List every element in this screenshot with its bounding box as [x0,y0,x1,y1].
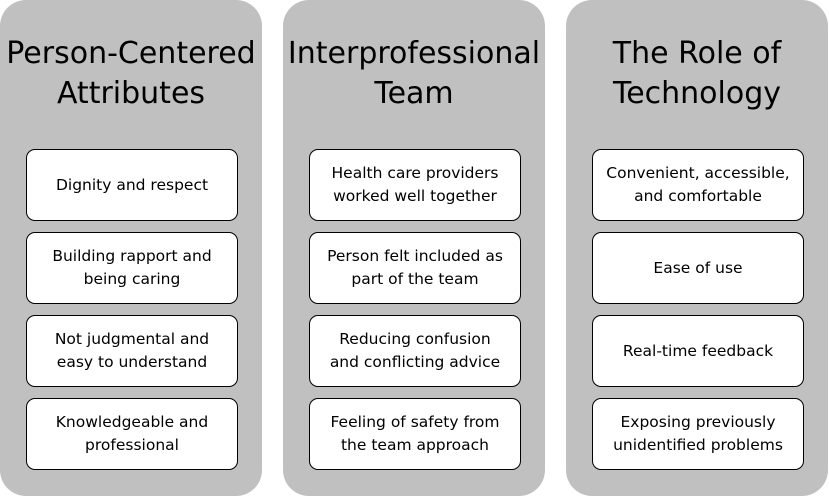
item-box: Building rapport and being caring [26,232,238,304]
column-person-centered-attributes: Person-Centered Attributes Dignity and r… [0,0,262,496]
item-box: Reducing confusion and conflicting advic… [309,315,521,387]
column-title: Interprofessional Team [287,36,541,111]
item-box: Person felt included as part of the team [309,232,521,304]
item-box: Not judgmental and easy to understand [26,315,238,387]
item-text: Convenient, accessible, and comfortable [606,164,790,205]
item-text: Real-time feedback [622,341,774,360]
item-box: Exposing previously unidentified problem… [592,398,804,470]
item-box: Real-time feedback [592,315,804,387]
item-text: Health care providers worked well togeth… [331,164,499,205]
item-box: Ease of use [592,232,804,304]
item-text: Reducing confusion and conflicting advic… [329,330,501,371]
item-box: Health care providers worked well togeth… [309,149,521,221]
item-box: Convenient, accessible, and comfortable [592,149,804,221]
item-box: Feeling of safety from the team approach [309,398,521,470]
item-text: Person felt included as part of the team [327,247,503,288]
item-text: Dignity and respect [55,175,209,194]
item-text: Building rapport and being caring [52,247,212,288]
item-text: Ease of use [653,258,743,277]
column-title: The Role of Technology [612,36,782,111]
item-box: Knowledgeable and professional [26,398,238,470]
item-text: Feeling of safety from the team approach [330,413,500,454]
column-interprofessional-team: Interprofessional Team Health care provi… [283,0,545,496]
item-text: Knowledgeable and professional [55,413,209,454]
column-role-of-technology: The Role of Technology Convenient, acces… [566,0,828,496]
item-text: Not judgmental and easy to understand [54,330,210,371]
item-box: Dignity and respect [26,149,238,221]
column-title: Person-Centered Attributes [6,36,256,111]
item-text: Exposing previously unidentified problem… [613,413,783,454]
